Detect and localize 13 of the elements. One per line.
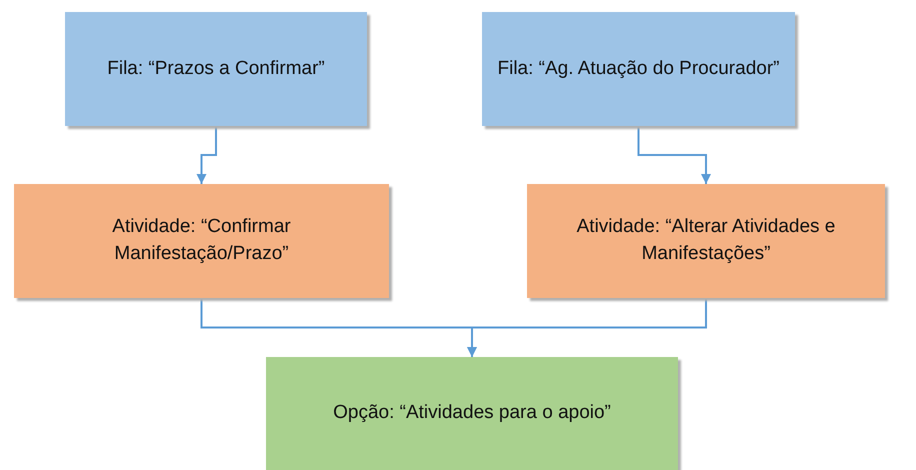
box-label: Opção: “Atividades para o apoio” xyxy=(333,401,611,426)
box-label: Fila: “Ag. Atuação do Procurador” xyxy=(498,56,780,81)
arrow xyxy=(196,126,217,184)
box-label: Atividade: “Confirmar Manifestação/Prazo” xyxy=(111,215,292,266)
process-box xyxy=(527,184,885,298)
process-box xyxy=(14,184,389,298)
process-box xyxy=(65,12,367,126)
arrow xyxy=(638,126,711,184)
process-box xyxy=(266,357,678,470)
box-label: Fila: “Prazos a Confirmar” xyxy=(107,56,325,81)
box-label: Atividade: “Alterar Atividades e Manifestações” xyxy=(576,215,836,266)
process-box xyxy=(482,12,795,126)
arrow xyxy=(467,298,707,357)
